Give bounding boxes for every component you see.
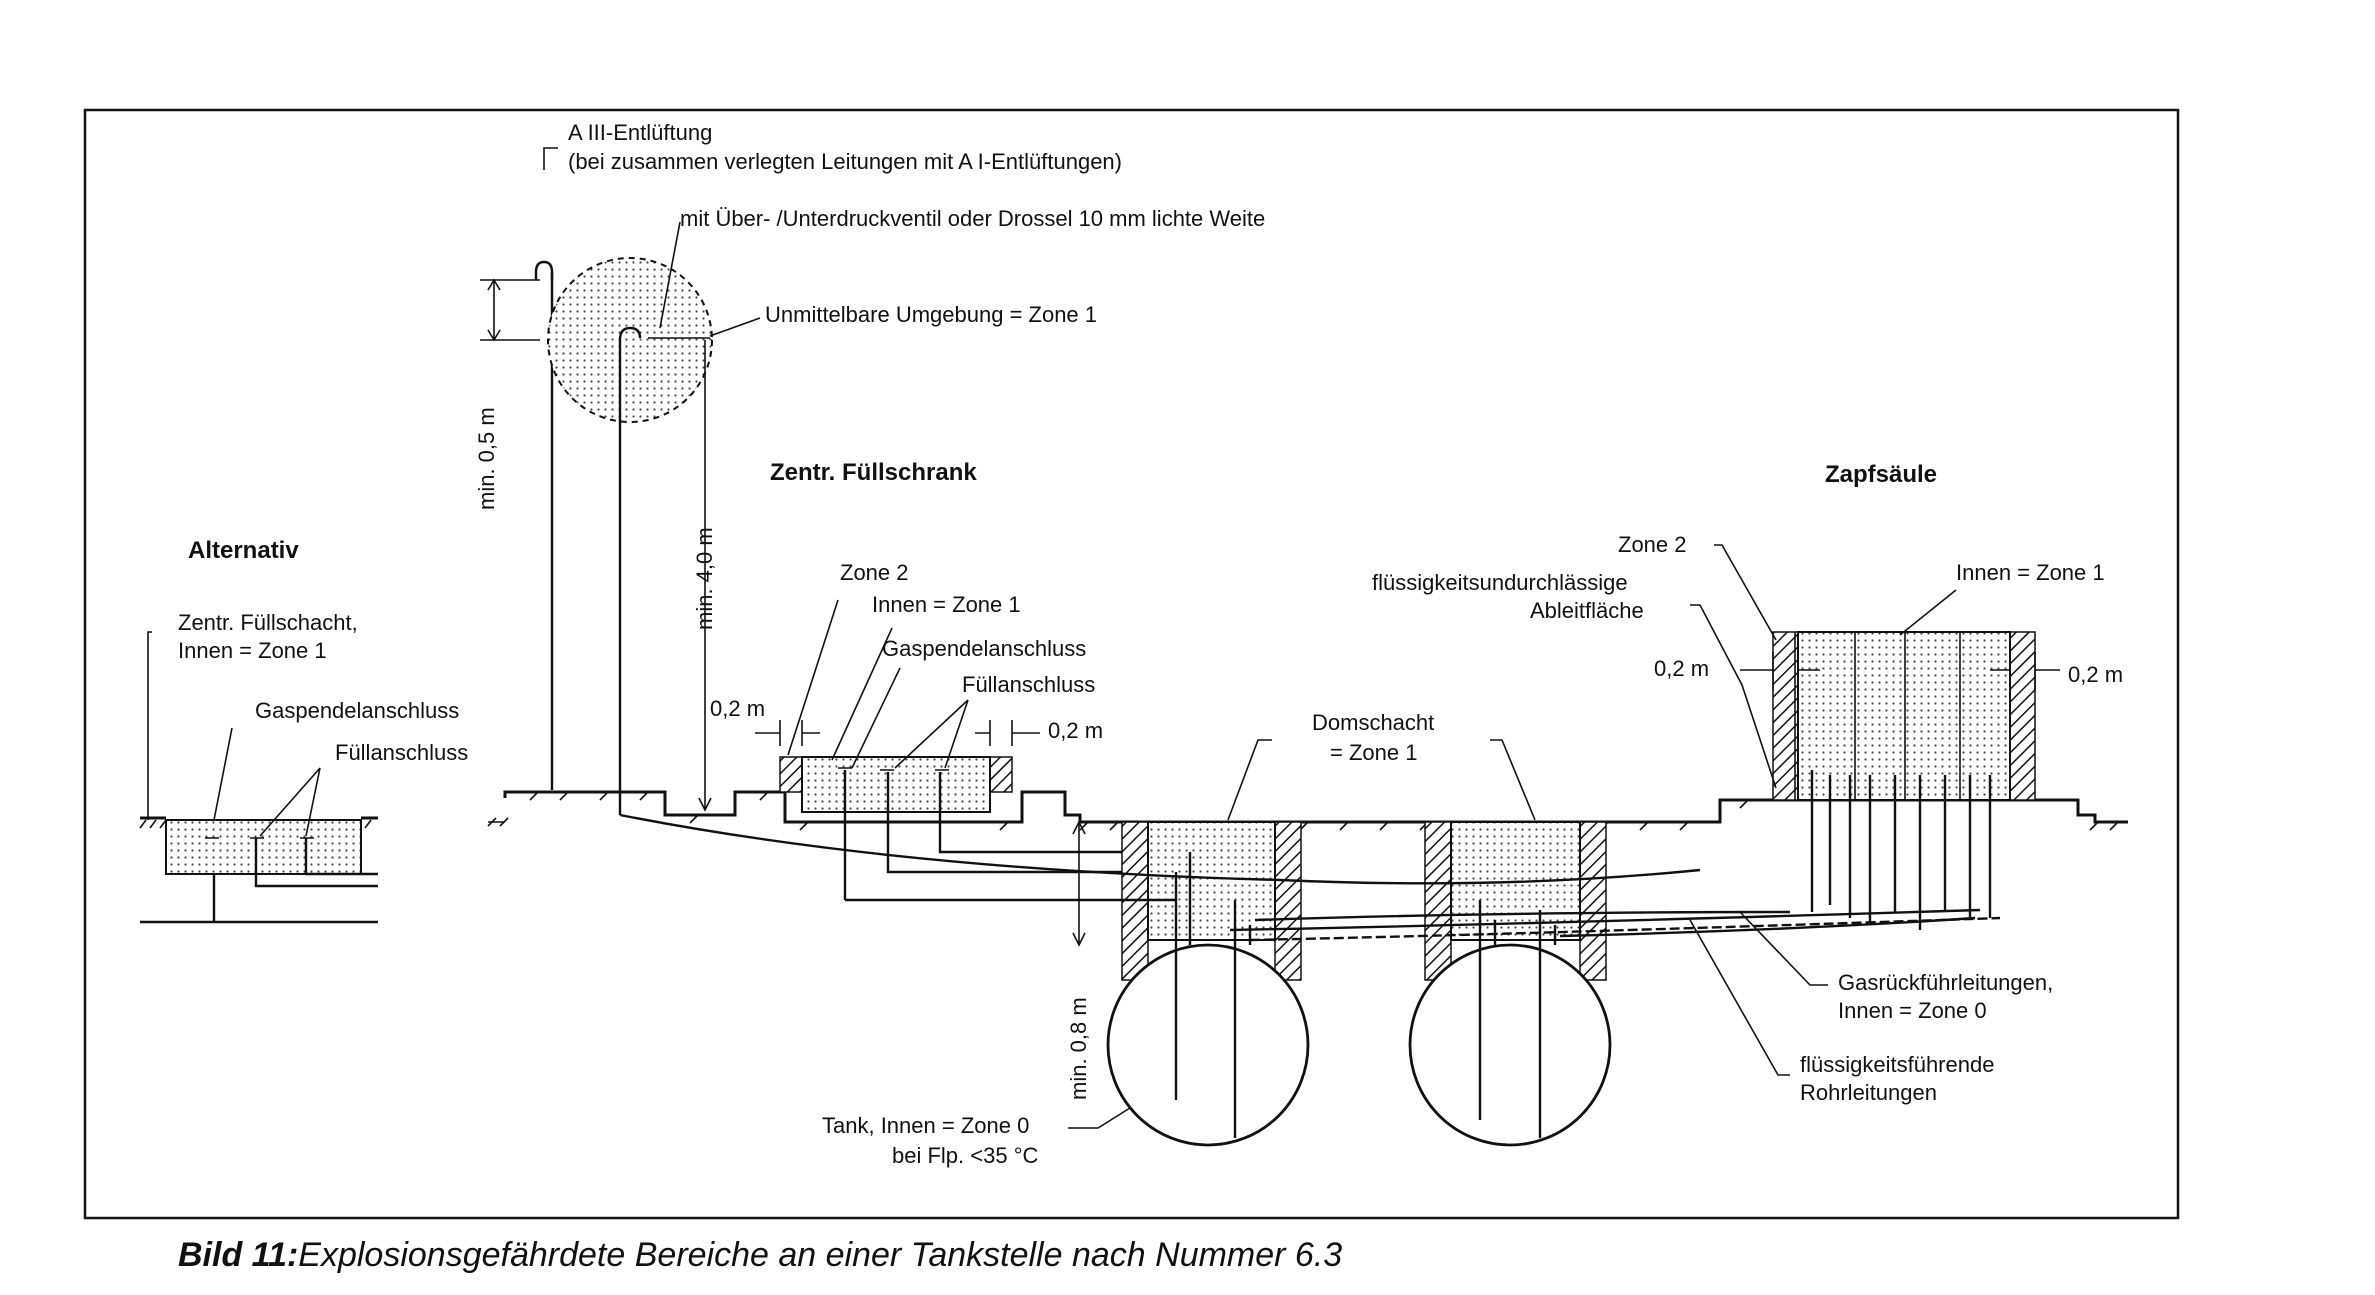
zs-zone1: [1797, 631, 2011, 801]
label-umgebung: Unmittelbare Umgebung = Zone 1: [765, 302, 1097, 327]
zs-hatch-right: [2009, 631, 2036, 801]
label-entlueftung-2: (bei zusammen verlegten Leitungen mit A …: [568, 149, 1122, 174]
label-min-05: min. 0,5 m: [474, 407, 499, 510]
label-zs-innen: Innen = Zone 1: [1956, 560, 2105, 585]
label-min-40: min. 4,0 m: [692, 527, 717, 630]
label-alt-schacht-2: Innen = Zone 1: [178, 638, 327, 663]
label-fs-02-left: 0,2 m: [710, 696, 765, 721]
alternativ-section: Alternativ Zentr. Füllschacht, Innen = Z…: [139, 537, 468, 924]
label-dom-2: = Zone 1: [1330, 740, 1417, 765]
label-fluessig-2: Rohrleitungen: [1800, 1080, 1937, 1105]
fs-zone1: [801, 756, 991, 813]
tank-right: [1408, 943, 1612, 1147]
alt-fuellschacht-zone: [165, 819, 362, 875]
label-gasrueck-1: Gasrückführleitungen,: [1838, 970, 2053, 995]
label-min-08: min. 0,8 m: [1066, 997, 1091, 1100]
diagram-frame: [83, 108, 2180, 1220]
label-fs-innen: Innen = Zone 1: [872, 592, 1021, 617]
label-gasrueck-2: Innen = Zone 0: [1838, 998, 1987, 1023]
fuellschrank-section: Zentr. Füllschrank Zone 2 Innen = Zone 1…: [710, 459, 1190, 900]
label-alt-schacht-1: Zentr. Füllschacht,: [178, 610, 358, 635]
label-fs-02-right: 0,2 m: [1048, 718, 1103, 743]
label-alt-gaspendel: Gaspendelanschluss: [255, 698, 459, 723]
label-tank-1: Tank, Innen = Zone 0: [822, 1113, 1029, 1138]
label-fs-zone2: Zone 2: [840, 560, 909, 585]
tank-left: [1106, 943, 1310, 1147]
zapfsaeule-section: Zapfsäule Zone 2 flüssigkeitsundurchläss…: [1372, 461, 2123, 930]
label-fs-gaspendel: Gaspendelanschluss: [882, 636, 1086, 661]
label-zs-02-left: 0,2 m: [1654, 656, 1709, 681]
label-zs-flaeche-2: Ableitfläche: [1530, 598, 1644, 623]
label-zs-zone2: Zone 2: [1618, 532, 1687, 557]
fs-hatch-left: [779, 756, 803, 793]
label-fs-fuell: Füllanschluss: [962, 672, 1095, 697]
vent-pipe: min. 0,5 m min. 4,0 m A III-Entlüftung (…: [474, 120, 1265, 815]
caption-number: Bild 11:: [178, 1236, 299, 1274]
caption-text: Explosionsgefährdete Bereiche an einer T…: [298, 1236, 1343, 1274]
label-fluessig-1: flüssigkeitsführende: [1800, 1052, 1994, 1077]
zs-hatch-left: [1772, 631, 1799, 801]
ground-line: [503, 790, 2128, 824]
heading-zapfsaeule: Zapfsäule: [1825, 461, 1937, 488]
heading-fuellschrank: Zentr. Füllschrank: [770, 459, 977, 486]
vent-zone1-circle: [547, 257, 713, 423]
heading-alternativ: Alternativ: [188, 537, 299, 564]
label-entlueftung-1: A III-Entlüftung: [568, 120, 712, 145]
label-zs-flaeche-1: flüssigkeitsundurchlässige: [1372, 570, 1628, 595]
label-tank-2: bei Flp. <35 °C: [892, 1143, 1038, 1168]
domschacht-left-zone1: [1147, 821, 1276, 941]
domschacht-left: [1121, 821, 1302, 981]
fs-hatch-right: [989, 756, 1013, 793]
figure-caption: Bild 11:Explosionsgefährdete Bereiche an…: [178, 1236, 1342, 1275]
label-ventil: mit Über- /Unterdruckventil oder Drossel…: [680, 206, 1265, 231]
label-dom-1: Domschacht: [1312, 710, 1434, 735]
label-alt-fuell: Füllanschluss: [335, 740, 468, 765]
label-zs-02-right: 0,2 m: [2068, 662, 2123, 687]
